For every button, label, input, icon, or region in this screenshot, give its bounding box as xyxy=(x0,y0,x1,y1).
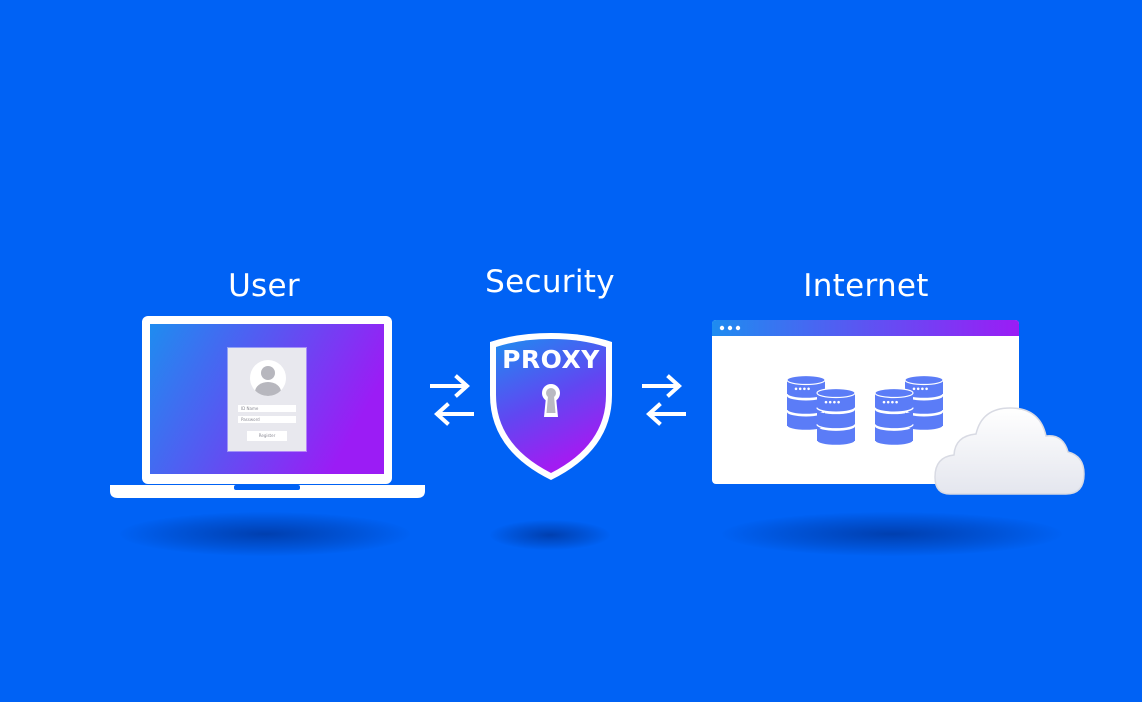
database-cylinder xyxy=(874,387,914,447)
browser-title-bar xyxy=(712,320,1019,336)
window-dot xyxy=(727,325,733,331)
database-icon xyxy=(786,374,944,447)
internet-label: Internet xyxy=(803,268,929,304)
password-field[interactable]: Password xyxy=(238,416,296,423)
laptop-base xyxy=(110,485,425,498)
exchange-arrows-icon xyxy=(430,374,474,426)
shield-shadow xyxy=(490,520,610,550)
register-button[interactable]: Register xyxy=(247,431,287,441)
laptop-notch xyxy=(234,485,300,490)
exchange-arrows-icon xyxy=(642,374,686,426)
proxy-label: PROXY xyxy=(502,345,600,374)
user-label: User xyxy=(228,268,300,304)
id-name-field[interactable]: ID Name xyxy=(238,405,296,412)
proxy-shield xyxy=(490,333,612,480)
login-form: ID Name Password Register xyxy=(228,348,306,451)
cloud-icon xyxy=(934,407,1085,495)
avatar-icon xyxy=(250,360,286,396)
browser-window xyxy=(712,320,1019,484)
keyhole-icon xyxy=(542,384,560,417)
database-cylinder xyxy=(816,387,856,447)
security-label: Security xyxy=(485,264,615,300)
window-dot xyxy=(719,325,725,331)
browser-shadow xyxy=(722,512,1062,556)
laptop-shadow xyxy=(120,512,410,556)
window-dot xyxy=(735,325,741,331)
